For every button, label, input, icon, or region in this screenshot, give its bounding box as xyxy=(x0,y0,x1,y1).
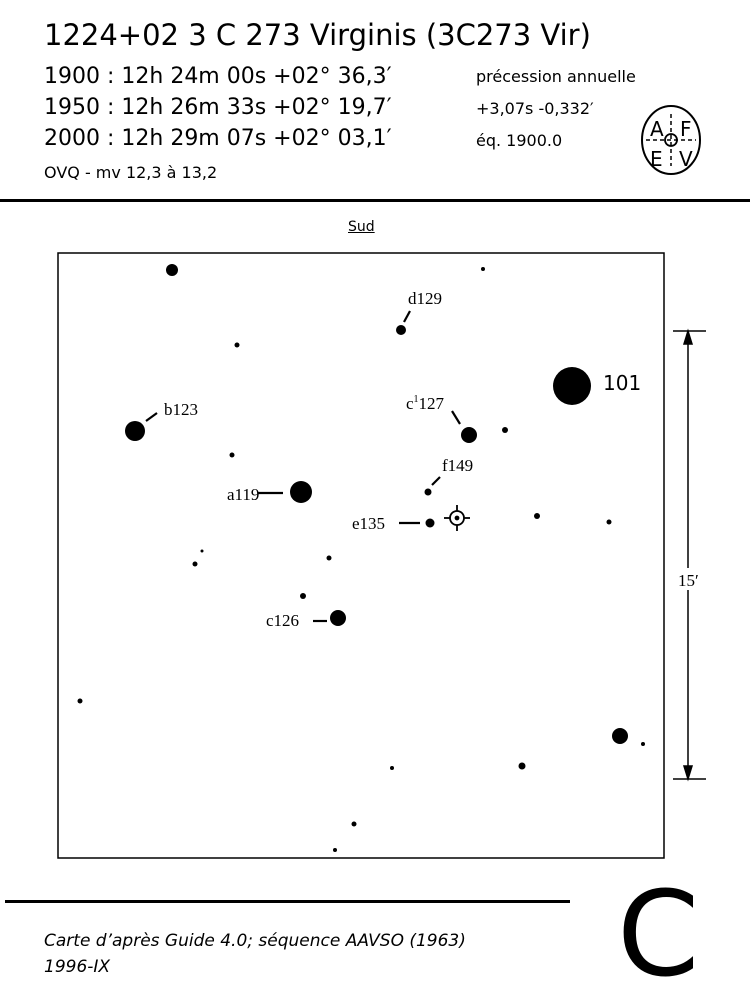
star xyxy=(192,561,198,567)
scale-label: 15′ xyxy=(678,571,699,590)
coords-1950: 1950 : 12h 26m 33s +02° 19,7′ xyxy=(44,95,392,120)
star xyxy=(125,421,145,441)
logo-letter-e: E xyxy=(650,147,663,171)
label-leader-line xyxy=(431,476,441,486)
label-a119: a119 xyxy=(227,485,259,504)
star xyxy=(234,342,240,348)
coords-2000: 2000 : 12h 29m 07s +02° 03,1′ xyxy=(44,126,392,151)
target-crosshair-icon xyxy=(444,505,470,531)
star xyxy=(534,513,540,519)
label-f149: f149 xyxy=(442,456,473,475)
logo-letter-f: F xyxy=(680,117,692,141)
chart-title: 1224+02 3 C 273 Virginis (3C273 Vir) xyxy=(44,18,591,52)
star xyxy=(502,427,508,433)
label-leader-line xyxy=(451,410,461,425)
star xyxy=(77,698,83,704)
star xyxy=(390,766,394,770)
label-b123: b123 xyxy=(164,400,198,419)
star xyxy=(481,267,485,271)
label-c126: c126 xyxy=(266,611,299,630)
coords-1900: 1900 : 12h 24m 00s +02° 36,3′ xyxy=(44,64,392,89)
star xyxy=(425,518,435,528)
stars-group xyxy=(77,264,645,852)
star xyxy=(461,427,477,443)
afoev-logo: A F E V xyxy=(641,105,701,175)
precession-values: +3,07s -0,332′ xyxy=(476,99,594,118)
ovq-magnitude-range: OVQ - mv 12,3 à 13,2 xyxy=(44,163,218,182)
sequence-letter: C xyxy=(617,865,700,1003)
star xyxy=(330,610,346,626)
star xyxy=(641,742,645,746)
star xyxy=(326,555,332,561)
star xyxy=(333,848,337,852)
logo-letter-v: V xyxy=(679,147,693,171)
star xyxy=(351,821,357,827)
star xyxy=(300,593,306,599)
star xyxy=(424,488,432,496)
label-leaders xyxy=(145,310,461,623)
orientation-label: Sud xyxy=(348,219,375,235)
star xyxy=(518,762,526,770)
header-divider xyxy=(0,199,750,202)
equinox: éq. 1900.0 xyxy=(476,131,563,150)
star xyxy=(396,325,406,335)
label-leader-line xyxy=(145,412,158,422)
chart-frame xyxy=(57,252,665,859)
scale-bar xyxy=(673,328,706,782)
star xyxy=(200,549,204,553)
footer-divider xyxy=(5,900,570,903)
logo-letter-a: A xyxy=(650,117,664,141)
star xyxy=(553,367,591,405)
label-e135: e135 xyxy=(352,514,385,533)
star xyxy=(290,481,312,503)
star xyxy=(229,452,235,458)
label-101: 101 xyxy=(603,371,641,395)
label-c1127: c1127 xyxy=(406,394,445,413)
label-d129: d129 xyxy=(408,289,442,308)
footer-source: Carte d’après Guide 4.0; séquence AAVSO … xyxy=(44,931,466,951)
star xyxy=(612,728,628,744)
label-leader-line xyxy=(403,310,411,323)
footer-date: 1996-IX xyxy=(44,957,111,977)
star xyxy=(166,264,178,276)
precession-heading: précession annuelle xyxy=(476,67,636,86)
star xyxy=(606,519,612,525)
